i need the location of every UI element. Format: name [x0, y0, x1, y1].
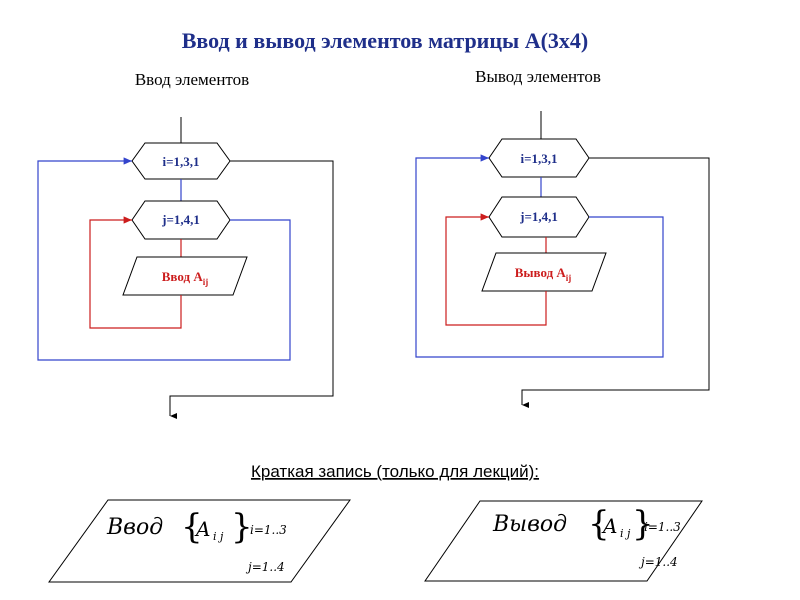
matrix-subscript: i j	[213, 530, 224, 543]
io-label: Вывод Aij	[515, 265, 572, 283]
matrix-letter: A	[601, 514, 617, 538]
j-range: j=1..4	[638, 555, 678, 569]
outer-return-loop	[37, 157, 291, 361]
inner-loop-label: j=1,4,1	[161, 212, 200, 227]
io-parallelogram	[122, 256, 248, 296]
open-brace: {	[181, 507, 203, 547]
inner-return-loop	[89, 216, 182, 329]
close-brace: }	[231, 507, 253, 547]
page-title: Ввод и вывод элементов матрицы A(3x4)	[182, 28, 589, 53]
short-input-parallelogram	[48, 499, 351, 583]
outer-return-loop	[415, 154, 664, 358]
short-output-word: Вывод	[492, 512, 567, 537]
short-input-block: Ввод { A i j } i=1..3 j=1..4	[48, 499, 351, 583]
output-heading: Вывод элементов	[475, 67, 601, 86]
outer-loop-label: i=1,3,1	[162, 154, 199, 169]
matrix-subscript: i j	[620, 527, 631, 540]
input-flowchart: Ввод элементов i=1,3,1 j=1,4,1 Ввод Aij	[37, 70, 334, 419]
j-range: j=1..4	[245, 560, 285, 574]
short-notation-title: Краткая запись (только для лекций):	[251, 462, 539, 481]
inner-loop-label: j=1,4,1	[519, 209, 558, 224]
inner-return-loop	[445, 213, 547, 326]
io-label: Ввод Aij	[162, 269, 208, 287]
open-brace: {	[588, 504, 610, 544]
short-output-parallelogram	[424, 500, 703, 582]
outer-exit-line	[169, 160, 334, 419]
output-flowchart: Вывод элементов i=1,3,1 j=1,4,1 Вывод Ai…	[415, 67, 710, 408]
io-parallelogram	[481, 252, 607, 292]
close-brace: }	[632, 504, 654, 544]
input-heading: Ввод элементов	[135, 70, 249, 89]
outer-exit-line	[521, 157, 710, 408]
matrix-letter: A	[194, 517, 210, 541]
i-range: i=1..3	[644, 520, 681, 534]
short-input-word: Ввод	[106, 515, 163, 540]
outer-loop-label: i=1,3,1	[520, 151, 557, 166]
short-output-block: Вывод { A i j } i=1..3 j=1..4	[424, 500, 703, 582]
i-range: i=1..3	[250, 523, 287, 537]
